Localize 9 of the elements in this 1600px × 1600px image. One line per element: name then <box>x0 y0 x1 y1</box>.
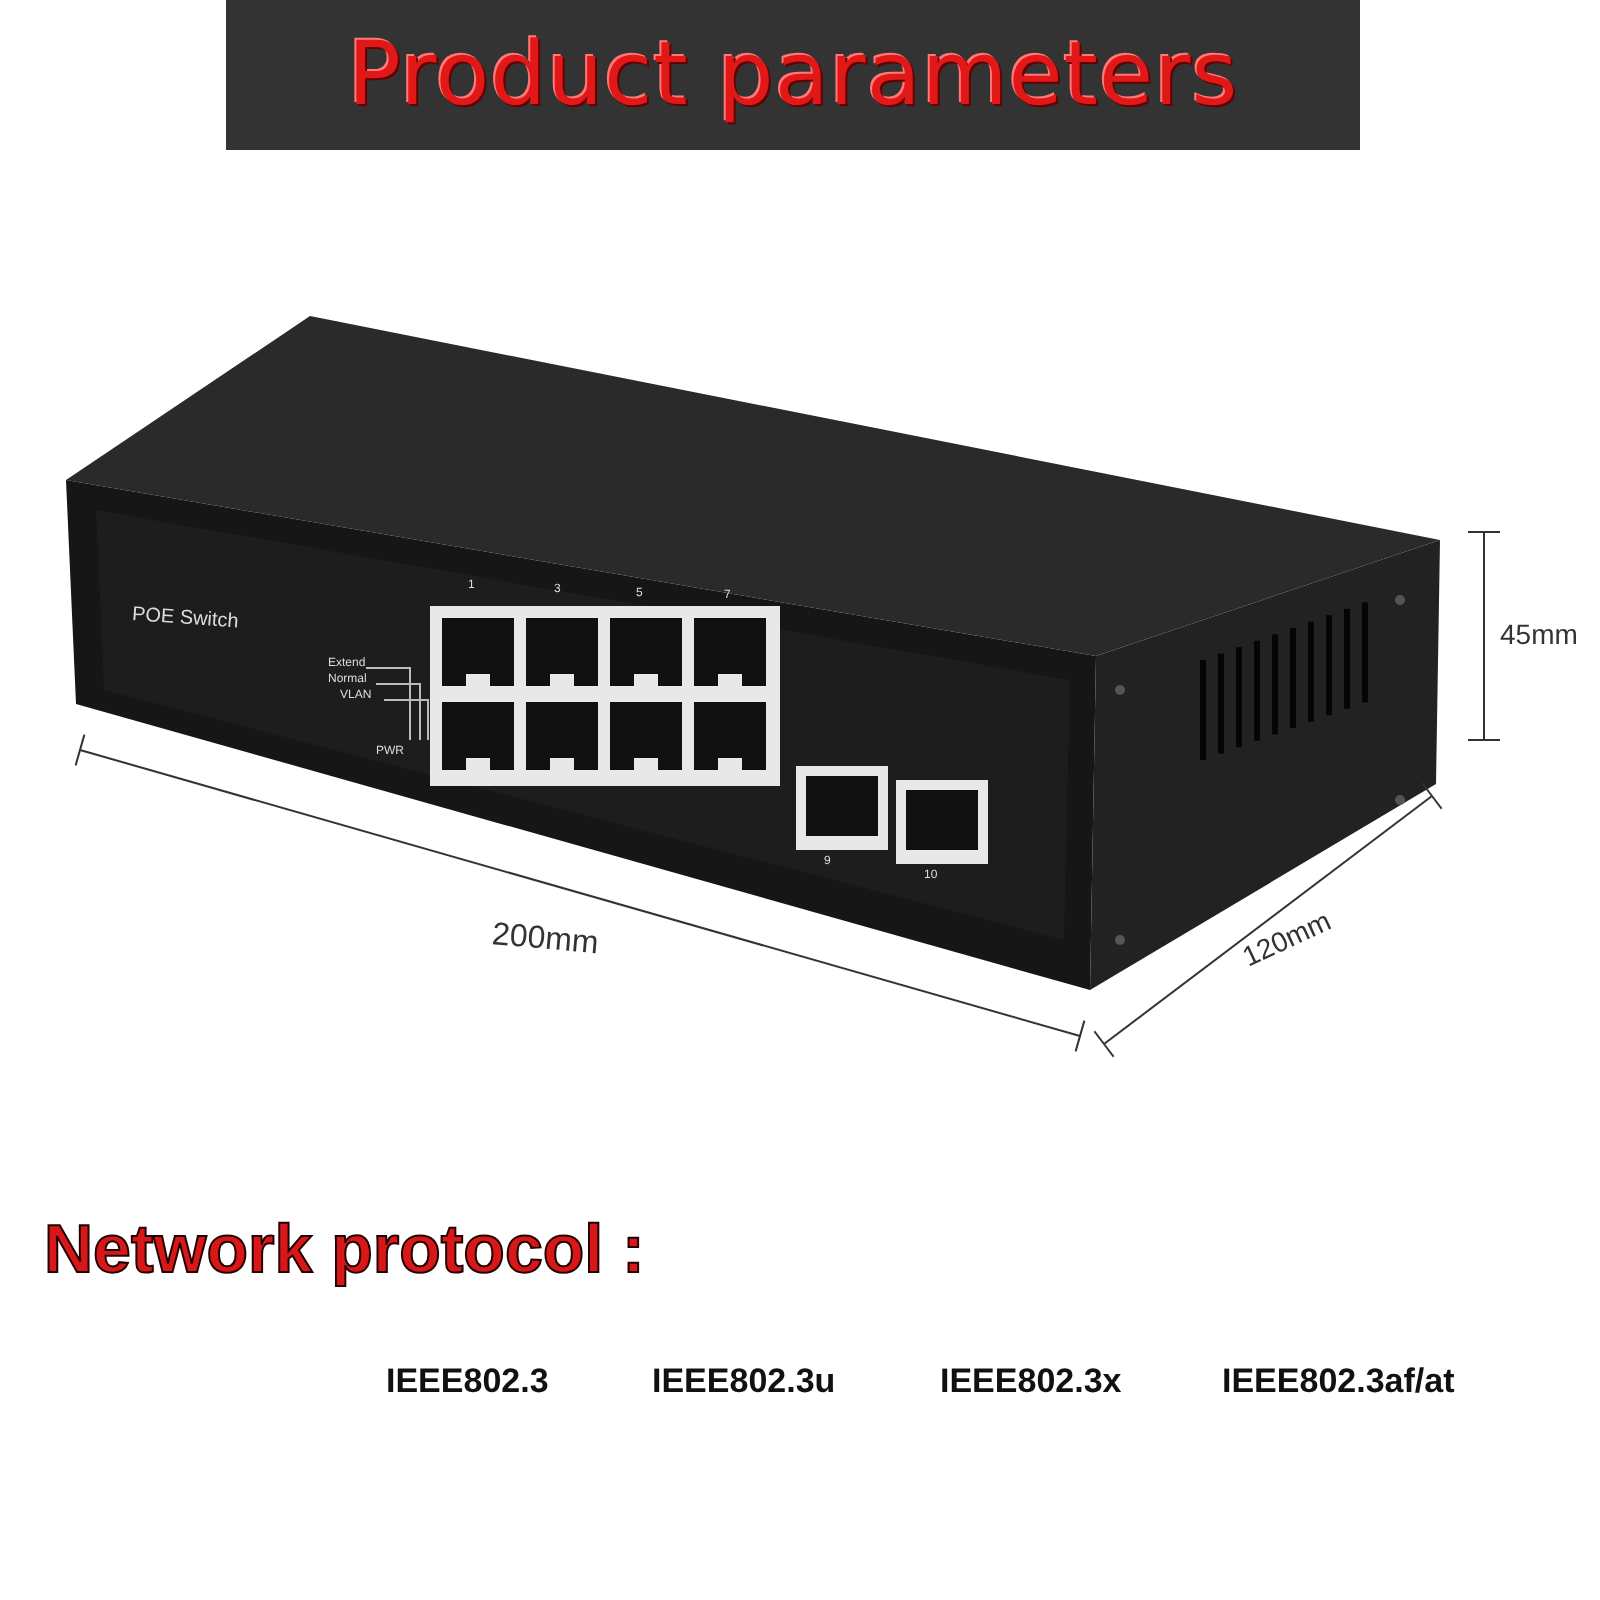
dimension-label: 45mm <box>1500 620 1578 648</box>
protocol-label: IEEE802.3 <box>386 1364 549 1398</box>
section-heading: Network protocol : <box>44 1216 645 1284</box>
protocol-label: IEEE802.3x <box>940 1364 1122 1398</box>
protocol-label: IEEE802.3af/at <box>1222 1364 1455 1398</box>
title: Product parameters <box>347 24 1239 126</box>
panel-label: POE Switch <box>131 606 240 634</box>
dimension-label: 200mm <box>490 920 600 962</box>
protocol-label: IEEE802.3u <box>652 1364 836 1398</box>
